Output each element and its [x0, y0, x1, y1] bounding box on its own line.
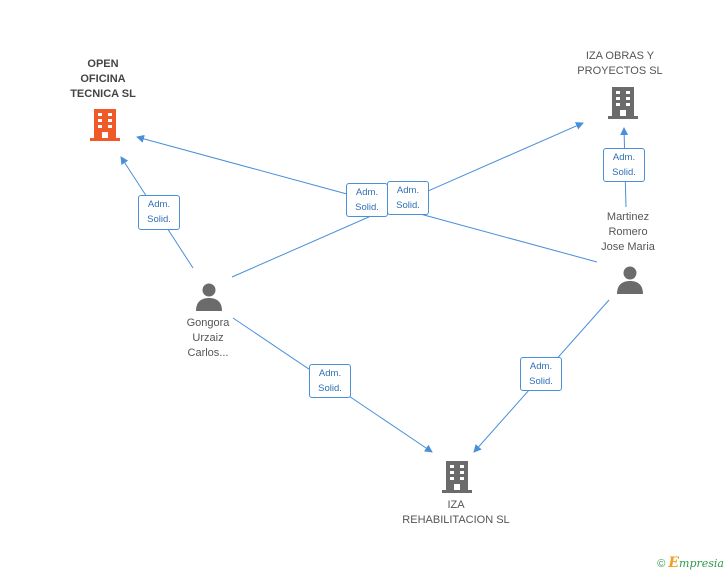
brand-logo: Empresia [668, 555, 724, 571]
role-line2: Solid. [396, 200, 420, 211]
role-line1: Adm. [318, 368, 342, 379]
role-badge-gongora-iza-obras[interactable]: Adm. Solid. [346, 183, 388, 217]
role-line2: Solid. [147, 214, 171, 225]
role-badge-martinez-iza-obras[interactable]: Adm. Solid. [603, 148, 645, 182]
role-line2: Solid. [529, 376, 553, 387]
person-icon[interactable] [615, 265, 645, 295]
company-label-iza-rehab[interactable]: IZA REHABILITACION SL [402, 499, 510, 526]
person-label-gongora[interactable]: Gongora Urzaiz Carlos... [186, 317, 230, 359]
company-label-iza-obras[interactable]: IZA OBRAS Y PROYECTOS SL [577, 50, 663, 77]
person-icon[interactable] [194, 282, 224, 312]
role-line1: Adm. [529, 361, 553, 372]
role-badge-martinez-open-oficina[interactable]: Adm. Solid. [387, 181, 429, 215]
footer-copyright: © Empresia [657, 555, 724, 571]
role-line1: Adm. [396, 185, 420, 196]
person-label-martinez[interactable]: Martinez Romero Jose Maria [601, 211, 655, 253]
brand-initial: E [668, 555, 680, 571]
role-line1: Adm. [355, 187, 379, 198]
role-line2: Solid. [318, 383, 342, 394]
role-line1: Adm. [147, 199, 171, 210]
company-label-open-oficina[interactable]: OPEN OFICINA TECNICA SL [70, 58, 136, 100]
role-line2: Solid. [612, 167, 636, 178]
role-line1: Adm. [612, 152, 636, 163]
copyright-symbol: © [657, 558, 666, 570]
brand-rest: mpresia [679, 557, 724, 570]
role-badge-gongora-iza-rehab[interactable]: Adm. Solid. [309, 364, 351, 398]
role-line2: Solid. [355, 202, 379, 213]
building-icon[interactable] [441, 460, 473, 494]
building-icon[interactable] [89, 108, 121, 142]
role-badge-gongora-open-oficina[interactable]: Adm. Solid. [138, 195, 180, 230]
role-badge-martinez-iza-rehab[interactable]: Adm. Solid. [520, 357, 562, 391]
building-icon[interactable] [607, 86, 639, 120]
